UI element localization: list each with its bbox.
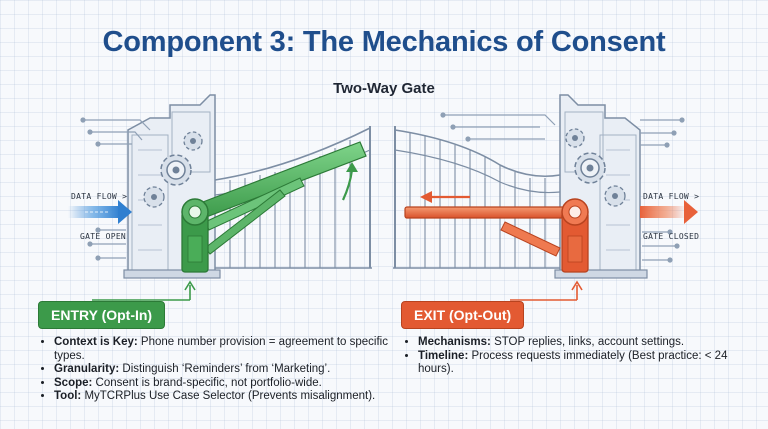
bullet-term: Tool: (54, 390, 82, 403)
list-item: Timeline: Process requests immediately (… (418, 350, 763, 377)
gear-icon (565, 128, 585, 148)
entry-badge: ENTRY (Opt-In) (38, 301, 166, 329)
gear-icon (604, 185, 626, 207)
exit-gate-fence (393, 126, 561, 269)
list-item: Context is Key: Phone number provision =… (54, 336, 399, 363)
entry-bullet-list: Context is Key: Phone number provision =… (40, 336, 399, 404)
gear-icon (574, 152, 606, 184)
right-gate-status: GATE CLOSED (643, 232, 700, 241)
bullet-text: Consent is brand-specific, not portfolio… (95, 376, 322, 389)
list-item: Mechanisms: STOP replies, links, account… (418, 336, 763, 350)
up-arrow-icon (342, 162, 358, 201)
gear-icon (183, 131, 203, 151)
left-arrow-icon (420, 191, 470, 203)
bullet-text: Distinguish ‘Reminders’ from ‘Marketing’… (122, 363, 331, 376)
bullet-text: Process requests immediately (Best pract… (418, 349, 728, 376)
exit-connector-arrow-icon (510, 280, 583, 301)
exit-gate (393, 94, 698, 301)
circuit-lines (440, 112, 685, 263)
bullet-term: Scope: (54, 376, 93, 389)
list-item: Tool: MyTCRPlus Use Case Selector (Preve… (54, 390, 399, 404)
list-item: Granularity: Distinguish ‘Reminders’ fro… (54, 363, 399, 377)
left-gate-status: GATE OPEN (80, 232, 127, 241)
entry-gate (68, 94, 372, 301)
diagram-subtitle: Two-Way Gate (333, 80, 435, 97)
bullet-term: Timeline: (418, 349, 469, 362)
exit-badge: EXIT (Opt-Out) (401, 301, 525, 329)
bullet-term: Mechanisms: (418, 336, 491, 348)
left-data-flow-label: DATA FLOW > (71, 192, 128, 201)
entry-barrier-arm (194, 141, 367, 255)
outgoing-data-arrow-icon (640, 200, 698, 224)
right-data-flow-label: DATA FLOW > (643, 192, 700, 201)
circuit-lines (80, 117, 151, 261)
incoming-data-arrow-icon (68, 200, 132, 224)
bullet-text: STOP replies, links, account settings. (494, 336, 685, 348)
bullet-text: Phone number provision = agreement to sp… (54, 336, 388, 362)
bullet-term: Context is Key: (54, 336, 138, 348)
gear-icon (143, 186, 165, 208)
bullet-text: MyTCRPlus Use Case Selector (Prevents mi… (84, 390, 376, 403)
list-item: Scope: Consent is brand-specific, not po… (54, 377, 399, 391)
entry-post (181, 198, 209, 273)
exit-post (561, 198, 589, 273)
entry-connector-arrow-icon (92, 280, 196, 301)
gear-icon (160, 154, 192, 186)
bullet-term: Granularity: (54, 363, 120, 376)
page-title: Component 3: The Mechanics of Consent (102, 26, 666, 58)
exit-bullet-list: Mechanisms: STOP replies, links, account… (404, 336, 763, 377)
